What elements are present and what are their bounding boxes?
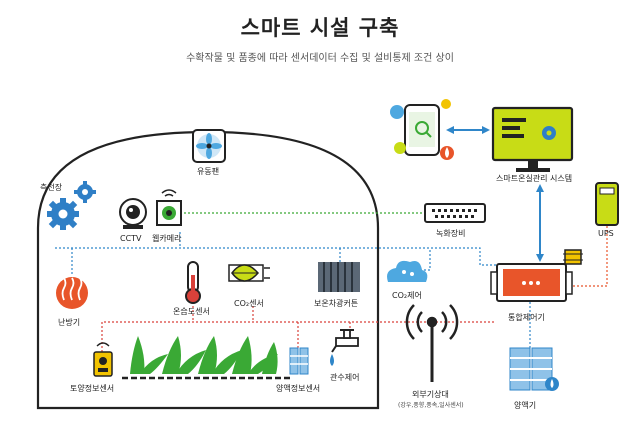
mobile-device-icon (390, 99, 454, 160)
integrated-controller-label: 통합제어기 (508, 312, 545, 322)
cctv-label: CCTV (120, 234, 142, 243)
co2-sensor-icon (228, 264, 270, 282)
cctv-icon (119, 198, 147, 229)
co2-sensor-label: CO₂센서 (234, 298, 264, 308)
arrowhead-down-2 (536, 254, 544, 262)
arrowhead-up-2 (536, 184, 544, 192)
page-title: 스마트 시설 구축 (240, 16, 400, 40)
weather-station-icon (405, 304, 459, 382)
heater-icon (56, 277, 88, 309)
curtain-icon (318, 262, 360, 292)
faucet-icon (330, 329, 359, 366)
arrows (446, 126, 544, 262)
co2-control-label: CO₂제어 (392, 290, 422, 300)
network-device-label: 녹화장비 (436, 228, 465, 238)
weather-station-label: 외부기상대 (412, 389, 449, 399)
fan-label: 유동팬 (197, 167, 219, 176)
webcam-label: 웹카메라 (152, 234, 182, 243)
chip-icon (563, 249, 583, 265)
network-device-icon (424, 203, 486, 223)
nutrient-supply-label: 양액기 (514, 400, 536, 410)
fan-icon (192, 129, 226, 163)
irrigation-label: 관수제어 (330, 372, 359, 382)
co2-cloud-icon (387, 260, 428, 282)
webcam-icon (156, 189, 182, 226)
soil-sensor-label: 토양정보센서 (70, 383, 114, 393)
soil-sensor-icon (93, 342, 113, 377)
blue-control-line (55, 247, 497, 266)
page-subtitle: 수확작물 및 품종에 따라 센서데이터 수집 및 설비통제 조건 상이 (186, 53, 454, 64)
nutrient-sensor-label: 양액정보센서 (276, 383, 320, 393)
integrated-controller-icon (490, 263, 573, 302)
arrowhead-right-1 (482, 126, 490, 134)
smart-system-label: 스마트온실관리 시스템 (496, 173, 572, 183)
curtain-label: 보온차광커튼 (314, 298, 358, 308)
arrowhead-left-1 (446, 126, 454, 134)
ups-icon (595, 182, 619, 226)
crop-plants-icon (130, 336, 278, 374)
orange-power-line (570, 226, 608, 287)
side-window-label: 측천장 (40, 182, 63, 192)
weather-station-detail: (강우,풍향,풍속,일사센서) (398, 401, 464, 409)
thermometer-icon (185, 261, 201, 304)
nutrient-sensor-icon (289, 347, 309, 375)
nutrient-supply-icon (509, 347, 559, 391)
ups-label: UPS (598, 229, 614, 238)
monitor-icon (491, 106, 574, 172)
gear-icon (47, 181, 96, 230)
heater-label: 난방기 (58, 317, 80, 327)
temp-humidity-label: 온습도센서 (173, 306, 210, 316)
